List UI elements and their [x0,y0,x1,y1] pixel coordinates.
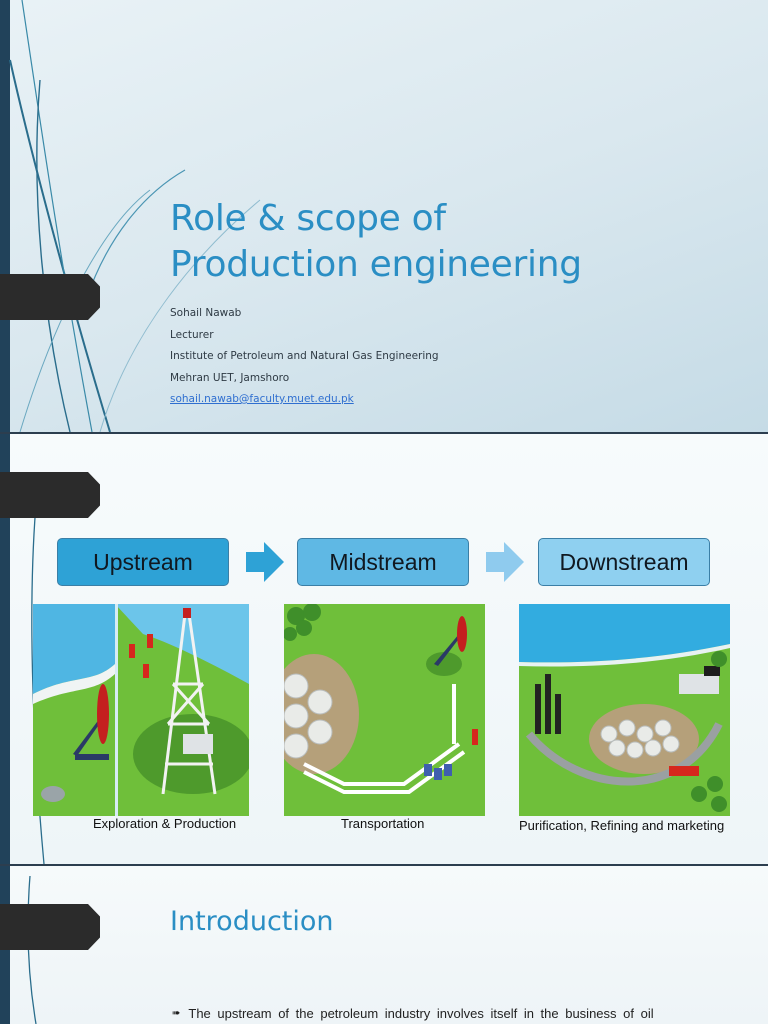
bullet-text: The upstream of the petroleum industry i… [188,1006,654,1021]
slide-title: Role & scope of Production engineering S… [0,0,768,432]
section-tab-marker [0,472,100,518]
author-role: Lecturer [170,328,214,341]
downstream-box: Downstream [538,538,710,586]
section-tab-marker [0,274,100,320]
title-line-1: Role & scope of [170,198,446,239]
downstream-illustration [519,604,730,816]
bullet-item: ➠ The upstream of the petroleum industry… [172,1006,720,1022]
slide-left-bar [0,0,10,432]
decorative-curves [9,0,261,432]
midstream-box: Midstream [297,538,469,586]
author-name: Sohail Nawab [170,307,242,319]
slide-value-chain: Upstream Midstream Downstream [0,434,768,864]
title-line-2: Production engineering [170,244,582,285]
upstream-illustration [33,604,249,816]
upstream-box: Upstream [57,538,229,586]
upstream-caption: Exploration & Production [93,816,237,831]
email-link[interactable]: sohail.nawab@faculty.muet.edu.pk [170,393,354,405]
subtitle-block: Sohail Nawab Lecturer Institute of Petro… [170,303,439,411]
section-heading: Introduction [170,906,334,937]
midstream-illustration [284,604,485,816]
downstream-caption: Purification, Refining and marketing [519,818,725,833]
bullet-arrow-icon: ➠ [172,1008,181,1019]
institute-name: Institute of Petroleum and Natural Gas E… [170,350,439,362]
arrow-right-icon [486,542,524,582]
slide-left-bar [0,434,10,864]
decorative-curves [27,875,37,1024]
section-tab-marker [0,904,100,950]
midstream-caption: Transportation [341,816,425,831]
slide-introduction: Introduction ➠ The upstream of the petro… [0,866,768,1024]
arrow-right-icon [246,542,284,582]
university-name: Mehran UET, Jamshoro [170,371,290,384]
slide-title-text: Role & scope of Production engineering [170,196,582,288]
